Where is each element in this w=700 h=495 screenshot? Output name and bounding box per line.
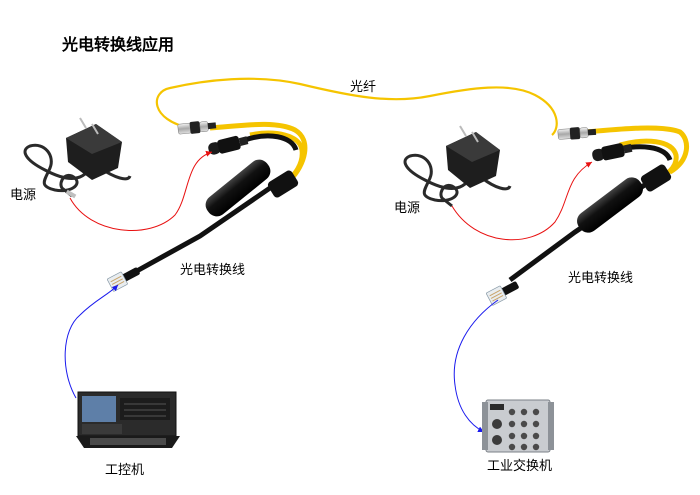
dc-plug-icon	[592, 143, 633, 162]
fiber-connector-icon	[177, 121, 217, 135]
ferrite-core-icon	[205, 159, 271, 217]
power-adapter-right	[403, 125, 512, 208]
rj45-plug-icon	[107, 267, 140, 292]
industrial-pc-icon	[76, 391, 180, 448]
power-arrow-left	[69, 150, 213, 231]
converter-cable-left	[107, 121, 308, 292]
rj45-plug-icon	[486, 281, 519, 306]
power-arrow-right	[451, 161, 593, 241]
switch-label: 工业交换机	[487, 459, 553, 474]
fiber-cable	[155, 77, 558, 136]
fiber-connector-icon	[557, 127, 597, 140]
ferrite-core-icon	[577, 177, 643, 233]
fiber-label: 光纤	[350, 80, 377, 95]
power-label-right: 电源	[394, 201, 421, 216]
converter-label-left: 光电转换线	[180, 263, 246, 278]
data-arrow-right	[453, 299, 499, 433]
converter-cable-right	[486, 125, 690, 306]
ipc-label: 工控机	[105, 463, 145, 478]
power-adapter-left	[23, 117, 132, 199]
diagram-title: 光电转换线应用	[62, 35, 175, 54]
dc-plug-icon	[208, 135, 249, 155]
converter-label-right: 光电转换线	[568, 271, 634, 286]
power-label-left: 电源	[10, 188, 37, 203]
industrial-switch-icon	[482, 399, 554, 453]
data-arrow-left	[64, 284, 119, 399]
